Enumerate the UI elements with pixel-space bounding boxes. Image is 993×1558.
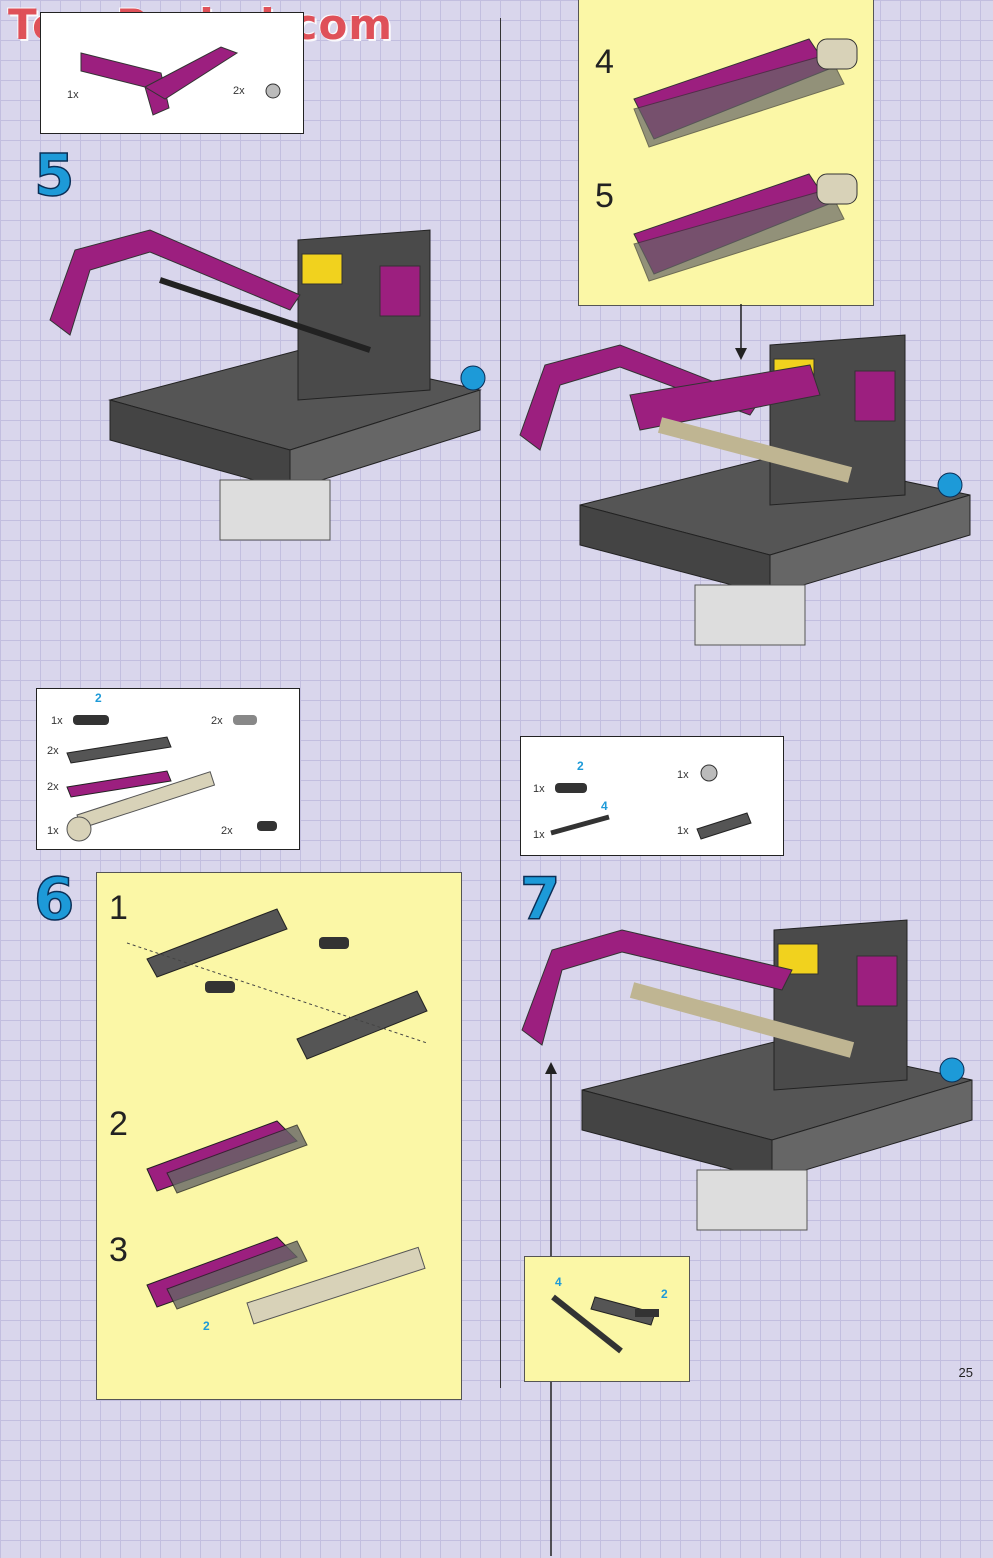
step6-panel: 1 2 3 2 — [96, 872, 462, 1400]
step7-model-illustration — [521, 919, 973, 1231]
qty-bush: 2x — [233, 85, 245, 97]
substep-5-number: 5 — [595, 177, 614, 215]
substep-2-number: 2 — [109, 1105, 128, 1143]
substep-blue-count: 2 — [203, 1319, 210, 1333]
qty-connector-top: 2x — [211, 715, 223, 727]
blue-count-2: 2 — [577, 759, 584, 773]
blue-count-label: 2 — [95, 691, 102, 705]
substep-3-number: 3 — [109, 1231, 128, 1269]
parts-step7-illustration — [550, 764, 752, 840]
qty-dark-beam: 2x — [47, 745, 59, 757]
step5-right-model-illustration — [519, 334, 971, 646]
parts-step6-illustration — [66, 715, 277, 842]
page-number: 25 — [958, 1365, 973, 1380]
qty-pin-7: 1x — [533, 783, 545, 795]
step5-model-illustration — [49, 229, 486, 541]
purple-liftarm-icon — [80, 46, 281, 116]
parts-box-top: 1x 2x — [40, 12, 304, 134]
step7-subassembly-panel: 4 2 — [524, 1256, 690, 1382]
qty-connector-bottom: 2x — [221, 825, 233, 837]
subassembly-liftarm-illustration — [551, 1294, 659, 1354]
blue-count-4: 4 — [601, 799, 608, 813]
down-arrow — [735, 304, 747, 360]
step6-assembly-illustration — [126, 908, 428, 1325]
step-number-7: 7 — [519, 865, 561, 933]
substep-4-number: 4 — [595, 43, 614, 81]
qty-bush-7: 1x — [677, 769, 689, 781]
substep-beams-illustration — [633, 38, 858, 282]
parts-box-step6: 2 1x 2x 2x 1x 2x 2x — [36, 688, 300, 850]
qty-pin: 1x — [51, 715, 63, 727]
qty-purple-beam: 2x — [47, 781, 59, 793]
step-number-5: 5 — [33, 141, 75, 209]
page-divider — [500, 18, 501, 1388]
substep-1-number: 1 — [109, 889, 128, 927]
qty-shock-absorber: 1x — [47, 825, 59, 837]
qty-liftarm: 1x — [67, 89, 79, 101]
qty-liftarm-7: 1x — [677, 825, 689, 837]
step-number-6: 6 — [33, 865, 75, 933]
subassembly-panel-4-5: 4 5 — [578, 0, 874, 306]
blue-count-2-sub: 2 — [661, 1287, 668, 1301]
qty-axle-7: 1x — [533, 829, 545, 841]
parts-box-step7: 2 4 1x 1x 1x 1x — [520, 736, 784, 856]
blue-count-4-sub: 4 — [555, 1275, 562, 1289]
